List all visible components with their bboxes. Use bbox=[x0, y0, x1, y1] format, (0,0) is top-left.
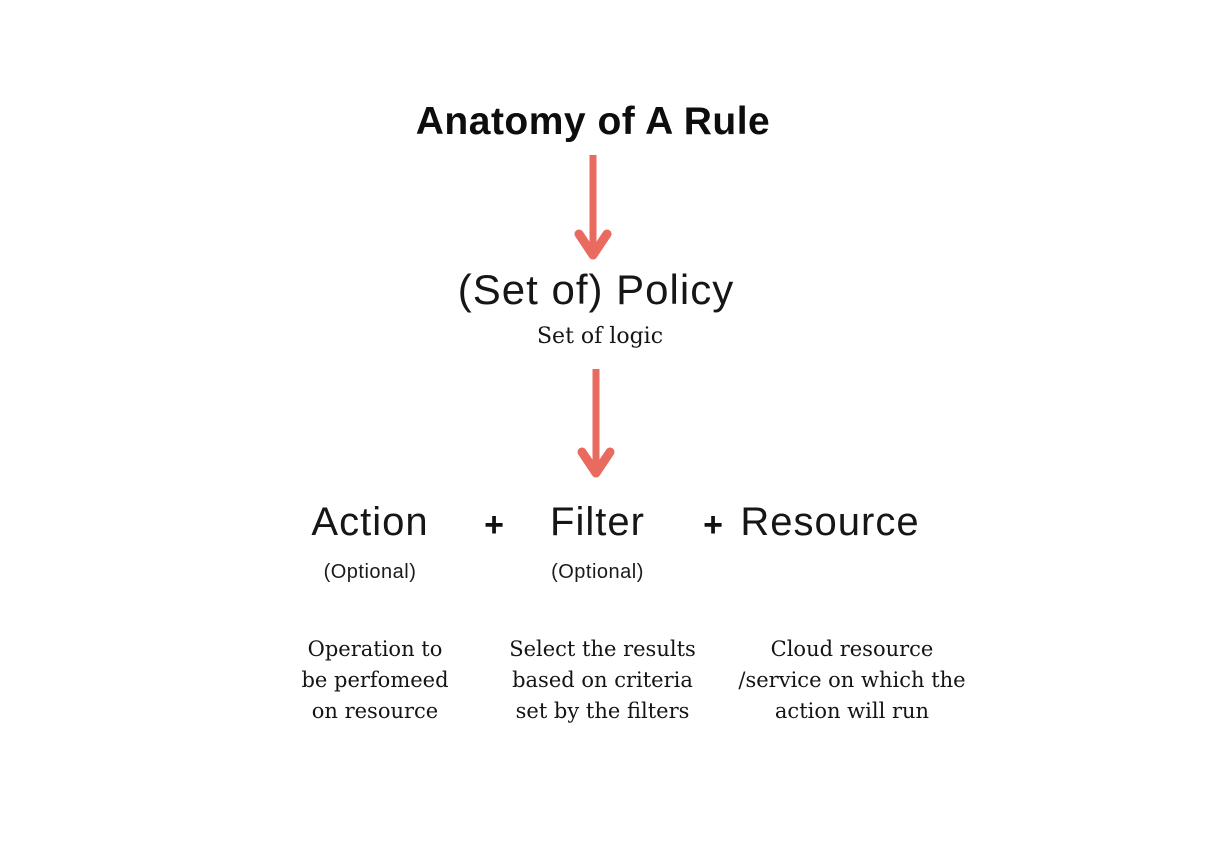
arrow-down-icon bbox=[577, 369, 615, 478]
arrow-down-icon bbox=[574, 155, 612, 260]
component-label-resource: Resource bbox=[740, 500, 920, 544]
component-label-filter: Filter bbox=[550, 500, 645, 544]
diagram-title: Anatomy of A Rule bbox=[415, 100, 771, 143]
policy-sublabel: Set of logic bbox=[536, 324, 664, 349]
policy-label: (Set of) Policy bbox=[457, 266, 735, 313]
plus-sign: + bbox=[484, 506, 504, 544]
optional-tag-filter: (Optional) bbox=[551, 561, 644, 583]
component-label-action: Action bbox=[311, 500, 429, 544]
optional-tag-action: (Optional) bbox=[323, 561, 417, 583]
plus-sign: + bbox=[703, 506, 723, 544]
component-description-filter: Select the results based on criteria set… bbox=[509, 637, 696, 723]
component-description-action: Operation to be perfomeed on resource bbox=[301, 637, 449, 723]
component-description-resource: Cloud resource /service on which the act… bbox=[738, 637, 966, 723]
